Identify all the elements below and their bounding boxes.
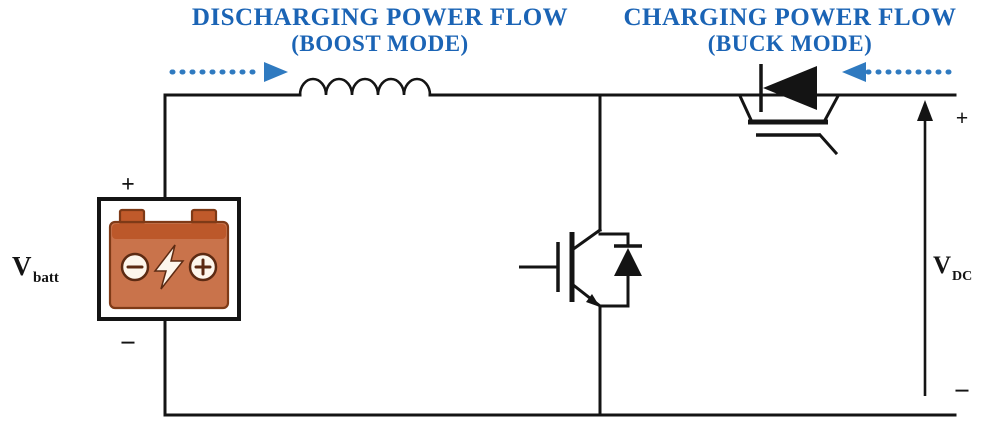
igbt-collector-lead xyxy=(569,227,603,253)
discharging-flow-arrow-icon xyxy=(169,62,288,82)
v-batt-label: V xyxy=(12,251,32,281)
v-batt-subscript: batt xyxy=(33,270,59,286)
diode-anode-stub xyxy=(598,274,630,308)
diode-cathode-stub xyxy=(598,232,630,248)
buck-diode-triangle-icon xyxy=(763,66,817,110)
discharging-title-line1: DISCHARGING POWER FLOW xyxy=(192,4,568,31)
vdc-measurement xyxy=(917,100,933,396)
charging-flow-arrow-icon xyxy=(842,62,953,82)
v-dc-subscript: DC xyxy=(952,269,972,284)
igbt-emitter-arrow-icon xyxy=(586,294,600,307)
dc-polarity-plus: + xyxy=(956,105,969,130)
v-dc-label: V xyxy=(933,252,951,279)
buck-igbt-emitter-lead xyxy=(821,93,841,125)
buck-igbt-gate-lead xyxy=(817,132,839,156)
inductor-coil-icon xyxy=(298,77,432,96)
battery-polarity-minus: − xyxy=(120,328,136,359)
buck-igbt-component xyxy=(738,64,841,156)
charging-title-line1: CHARGING POWER FLOW xyxy=(623,4,956,31)
vdc-up-arrow-icon xyxy=(917,100,933,121)
battery-component xyxy=(97,197,241,321)
battery-bolt-icon xyxy=(153,244,185,290)
charging-flow-arrowhead-icon xyxy=(842,62,866,82)
dc-polarity-minus: − xyxy=(954,376,970,407)
discharging-title-line2: (BOOST MODE) xyxy=(291,31,468,56)
charging-title-line2: (BUCK MODE) xyxy=(708,31,873,56)
battery-polarity-plus: + xyxy=(121,172,135,198)
discharging-flow-arrowhead-icon xyxy=(264,62,288,82)
boost-igbt-component xyxy=(519,227,642,309)
diode-triangle-icon xyxy=(614,248,642,276)
buck-igbt-collector-lead xyxy=(738,94,754,124)
battery-plus-sign-icon xyxy=(194,258,212,276)
